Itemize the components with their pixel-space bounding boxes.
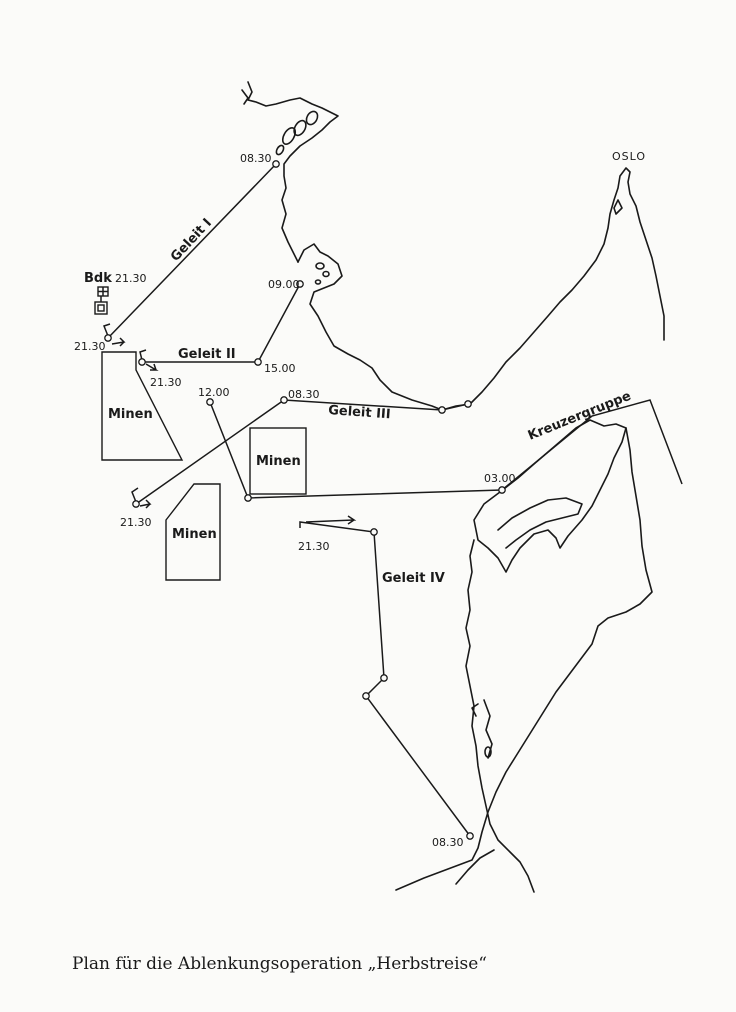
- minefield-label: Minen: [256, 454, 301, 469]
- oslo-label: OSLO: [612, 150, 646, 163]
- time-label: 21.30: [298, 540, 330, 553]
- waypoint: [498, 486, 506, 494]
- time-label: 08.30: [240, 152, 272, 165]
- waypoint: [132, 500, 140, 508]
- arrow-icon: [131, 487, 152, 509]
- waypoint: [296, 280, 304, 288]
- geleit-2-label: Geleit II: [178, 347, 236, 362]
- minefield-west: [101, 351, 184, 461]
- coast-sweden: [473, 419, 627, 573]
- island: [275, 144, 285, 156]
- waypoint: [272, 160, 280, 168]
- route-geleit-3: [135, 399, 469, 505]
- oslo-fjord-detail: [613, 199, 623, 215]
- coast-skagerrak-north: [297, 167, 665, 411]
- waypoint: [206, 398, 214, 406]
- coast-jutland-west: [465, 539, 535, 893]
- time-label: 08.30: [288, 388, 320, 401]
- waypoint: [244, 494, 252, 502]
- kreuzergruppe-label: Kreuzergruppe: [526, 389, 634, 444]
- island: [305, 110, 319, 126]
- island: [315, 262, 325, 270]
- coastlines: [241, 81, 665, 893]
- waypoint: [254, 358, 262, 366]
- geleit-1-label: Geleit I: [168, 216, 215, 265]
- direction-arrows: [103, 323, 357, 525]
- minefield-label: Minen: [172, 527, 217, 542]
- waypoint: [280, 396, 288, 404]
- minefield-center: [249, 427, 307, 495]
- routes: [107, 163, 683, 837]
- time-label: 21.30: [150, 376, 182, 389]
- time-label: 08.30: [432, 836, 464, 849]
- waypoint: [138, 358, 146, 366]
- time-label: 09.00: [268, 278, 300, 291]
- minefield-south: [165, 483, 221, 581]
- waypoint: [466, 832, 474, 840]
- mine-fields: Minen Minen Minen: [101, 351, 307, 581]
- waypoints: [104, 160, 506, 840]
- waypoint: [104, 334, 112, 342]
- bdk-time: 21.30: [115, 272, 147, 285]
- coast-jutland-east: [395, 427, 653, 891]
- coast-south: [455, 849, 495, 885]
- geleit-4-label: Geleit IV: [382, 571, 445, 586]
- coast-fjord: [471, 703, 479, 717]
- minefield-label: Minen: [108, 407, 153, 422]
- waypoint: [362, 692, 370, 700]
- island: [293, 119, 307, 137]
- time-label: 12.00: [198, 386, 230, 399]
- waypoint: [438, 406, 446, 414]
- waypoint: [464, 400, 472, 408]
- arrow-icon: [139, 349, 159, 371]
- bdk-label: Bdk: [84, 271, 112, 286]
- geleit-3-label: Geleit III: [328, 403, 391, 422]
- bdk-flag-icon: [94, 286, 109, 315]
- coast-north-tip: [241, 89, 249, 105]
- arrow-icon: [103, 323, 126, 347]
- time-label: 03.00: [484, 472, 516, 485]
- waypoint: [370, 528, 378, 536]
- time-label: 15.00: [264, 362, 296, 375]
- coast-sweden-inner: [497, 497, 583, 549]
- island: [484, 746, 492, 758]
- operation-map: Minen Minen Minen: [74, 81, 683, 893]
- time-label: 21.30: [74, 340, 106, 353]
- island: [322, 270, 330, 278]
- route-geleit-1: [107, 163, 277, 339]
- route-kreuzergruppe: [501, 399, 683, 491]
- waypoint: [380, 674, 388, 682]
- time-label: 21.30: [120, 516, 152, 529]
- figure-caption: Plan für die Ablenkungsoperation „Herbst…: [72, 954, 487, 974]
- coast-north: [247, 81, 339, 263]
- island: [281, 127, 297, 145]
- arrow-icon: [305, 515, 357, 525]
- route-geleit-4: [299, 521, 471, 837]
- island: [314, 279, 322, 285]
